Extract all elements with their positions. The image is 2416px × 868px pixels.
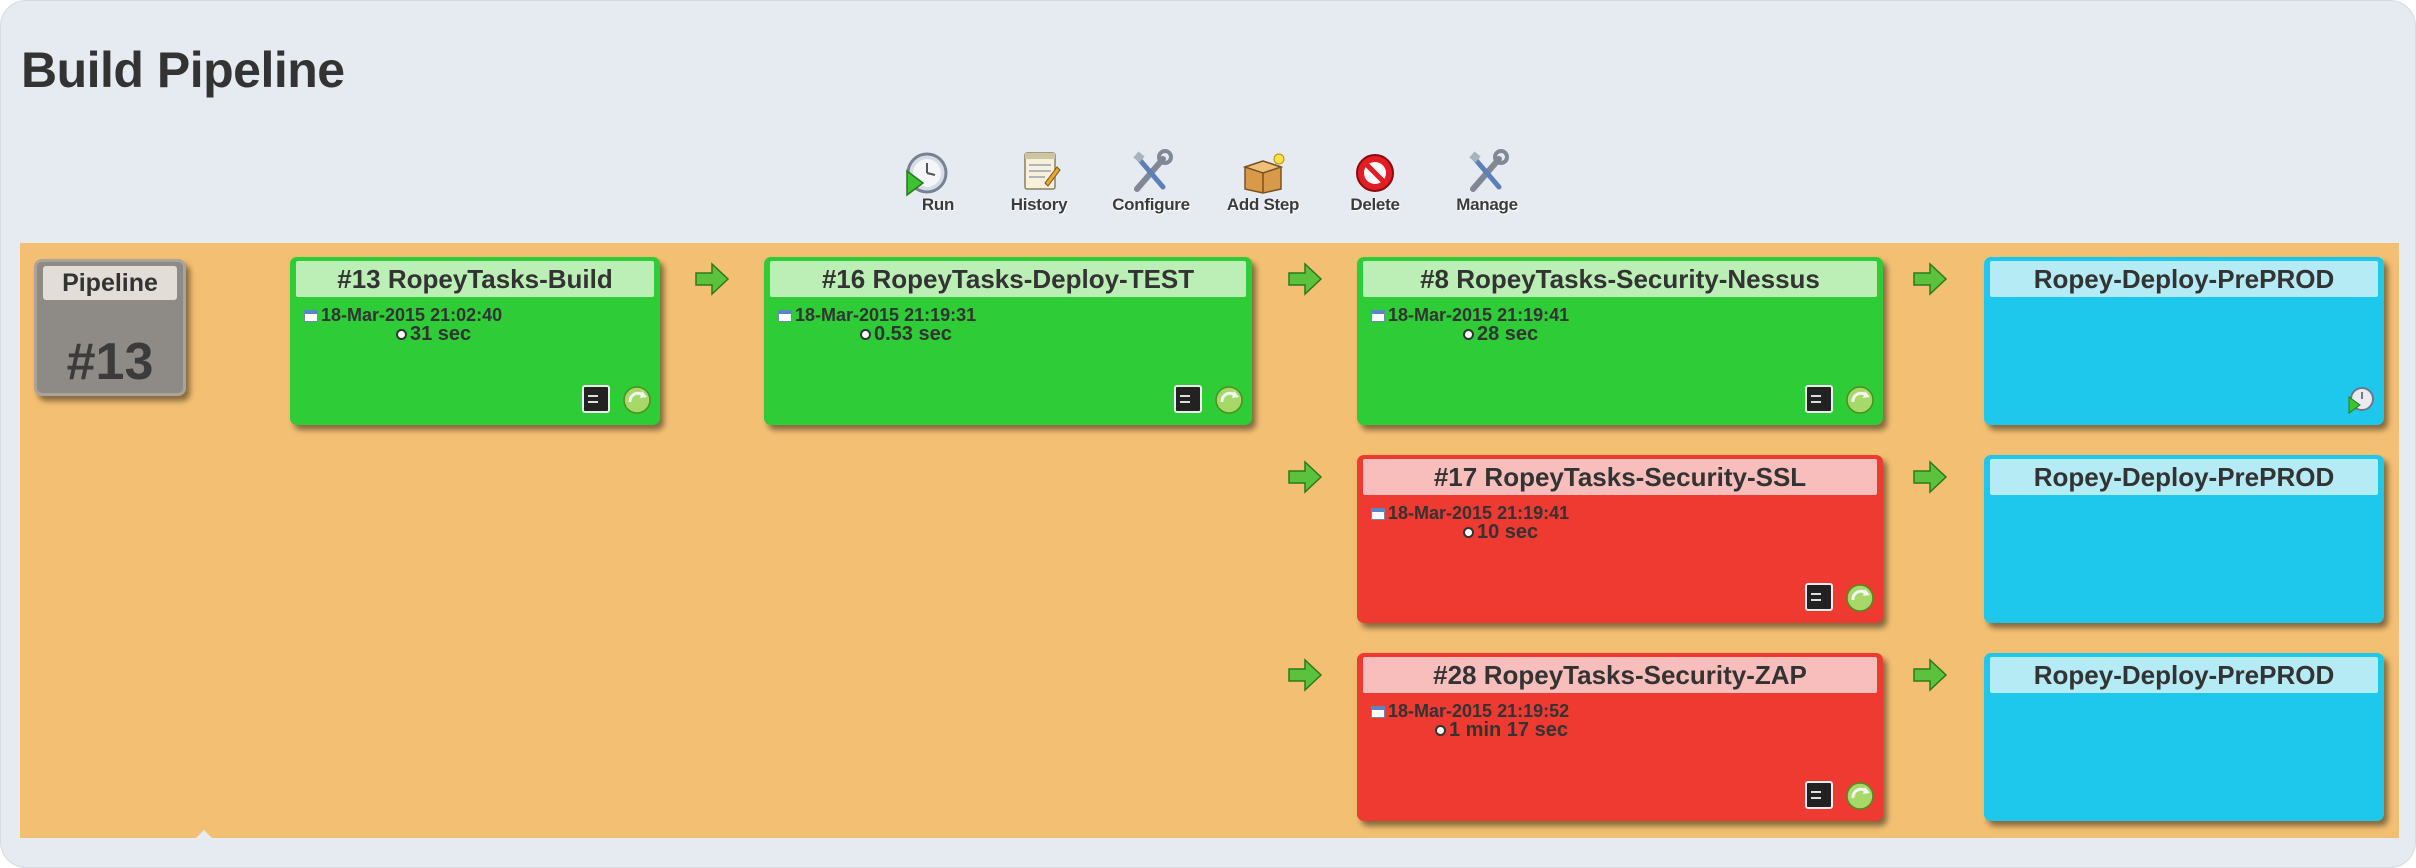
pipeline-number-card[interactable]: Pipeline #13 xyxy=(34,259,186,396)
job-duration-text: 31 sec xyxy=(410,323,472,345)
add-step-label: Add Step xyxy=(1226,195,1300,214)
job-title: Ropey-Deploy-PrePROD xyxy=(1990,261,2378,297)
run-icon xyxy=(906,152,948,197)
rerun-icon[interactable] xyxy=(1845,583,1875,613)
job-title: #13 RopeyTasks-Build xyxy=(296,261,654,297)
history-icon xyxy=(1024,152,1061,190)
trigger-icon[interactable] xyxy=(2346,385,2376,415)
arrow-icon xyxy=(1913,460,1948,494)
job-duration-text: 1 min 17 sec xyxy=(1449,719,1568,741)
job-duration: 1 min 17 sec xyxy=(1435,719,1568,742)
job-date-text: 18-Mar-2015 21:02:40 xyxy=(321,305,503,325)
calendar-icon xyxy=(304,310,318,322)
manage-icon xyxy=(1469,149,1509,192)
manage-label: Manage xyxy=(1456,195,1518,214)
job-card-preprod-2[interactable]: Ropey-Deploy-PrePROD xyxy=(1984,455,2384,623)
arrow-icon xyxy=(1913,658,1948,692)
job-title: #16 RopeyTasks-Deploy-TEST xyxy=(770,261,1246,297)
delete-button[interactable]: Delete xyxy=(1323,149,1427,219)
job-duration: 28 sec xyxy=(1463,323,1538,346)
job-card-build[interactable]: #13 RopeyTasks-Build 18-Mar-2015 21:02:4… xyxy=(290,257,660,425)
console-icon[interactable] xyxy=(1174,385,1202,413)
job-title: #28 RopeyTasks-Security-ZAP xyxy=(1363,657,1877,693)
rerun-icon[interactable] xyxy=(622,385,652,415)
job-title: Ropey-Deploy-PrePROD xyxy=(1990,459,2378,495)
job-date: 18-Mar-2015 21:19:41 xyxy=(1371,503,1569,524)
job-date: 18-Mar-2015 21:19:52 xyxy=(1371,701,1569,722)
calendar-icon xyxy=(778,310,792,322)
clock-icon xyxy=(860,329,871,340)
job-date-text: 18-Mar-2015 21:19:52 xyxy=(1388,701,1570,721)
job-duration-text: 0.53 sec xyxy=(874,323,952,345)
job-title: #8 RopeyTasks-Security-Nessus xyxy=(1363,261,1877,297)
console-icon[interactable] xyxy=(1805,781,1833,809)
history-button[interactable]: History xyxy=(987,149,1091,219)
job-duration-text: 28 sec xyxy=(1477,323,1539,345)
job-title: #17 RopeyTasks-Security-SSL xyxy=(1363,459,1877,495)
calendar-icon xyxy=(1371,508,1385,520)
manage-button[interactable]: Manage xyxy=(1435,149,1539,219)
job-date: 18-Mar-2015 21:02:40 xyxy=(304,305,502,326)
job-duration: 10 sec xyxy=(1463,521,1538,544)
console-icon[interactable] xyxy=(1805,583,1833,611)
arrow-icon xyxy=(1913,262,1948,296)
job-date-text: 18-Mar-2015 21:19:41 xyxy=(1388,503,1570,523)
calendar-icon xyxy=(1371,706,1385,718)
arrow-icon xyxy=(1288,658,1323,692)
job-date: 18-Mar-2015 21:19:41 xyxy=(1371,305,1569,326)
clock-icon xyxy=(1463,527,1474,538)
clock-icon xyxy=(396,329,407,340)
pipeline-number: #13 xyxy=(66,333,154,391)
job-card-preprod-1[interactable]: Ropey-Deploy-PrePROD xyxy=(1984,257,2384,425)
console-icon[interactable] xyxy=(582,385,610,413)
delete-icon xyxy=(1356,154,1394,192)
run-button[interactable]: Run xyxy=(875,149,979,219)
job-duration-text: 10 sec xyxy=(1477,521,1539,543)
job-duration: 31 sec xyxy=(396,323,471,346)
job-date-text: 18-Mar-2015 21:19:31 xyxy=(795,305,977,325)
job-card-security-nessus[interactable]: #8 RopeyTasks-Security-Nessus 18-Mar-201… xyxy=(1357,257,1883,425)
configure-button[interactable]: Configure xyxy=(1099,149,1203,219)
console-icon[interactable] xyxy=(1805,385,1833,413)
configure-label: Configure xyxy=(1112,195,1190,214)
run-label: Run xyxy=(921,195,955,214)
clock-icon xyxy=(1435,725,1446,736)
arrow-icon xyxy=(1288,262,1323,296)
job-date-text: 18-Mar-2015 21:19:41 xyxy=(1388,305,1570,325)
page-title: Build Pipeline xyxy=(21,42,345,98)
board-notch xyxy=(196,830,212,838)
history-label: History xyxy=(1010,195,1068,214)
calendar-icon xyxy=(1371,310,1385,322)
rerun-icon[interactable] xyxy=(1214,385,1244,415)
clock-icon xyxy=(1463,329,1474,340)
configure-icon xyxy=(1133,149,1173,192)
job-card-security-zap[interactable]: #28 RopeyTasks-Security-ZAP 18-Mar-2015 … xyxy=(1357,653,1883,821)
add-step-icon xyxy=(1242,153,1285,194)
arrow-icon xyxy=(1288,460,1323,494)
job-card-deploy-test[interactable]: #16 RopeyTasks-Deploy-TEST 18-Mar-2015 2… xyxy=(764,257,1252,425)
rerun-icon[interactable] xyxy=(1845,781,1875,811)
job-card-preprod-3[interactable]: Ropey-Deploy-PrePROD xyxy=(1984,653,2384,821)
job-title: Ropey-Deploy-PrePROD xyxy=(1990,657,2378,693)
job-date: 18-Mar-2015 21:19:31 xyxy=(778,305,976,326)
arrow-icon xyxy=(695,262,730,296)
rerun-icon[interactable] xyxy=(1845,385,1875,415)
delete-label: Delete xyxy=(1350,195,1400,214)
job-card-security-ssl[interactable]: #17 RopeyTasks-Security-SSL 18-Mar-2015 … xyxy=(1357,455,1883,623)
pipeline-label: Pipeline xyxy=(43,266,177,300)
add-step-button[interactable]: Add Step xyxy=(1211,149,1315,219)
job-duration: 0.53 sec xyxy=(860,323,952,346)
